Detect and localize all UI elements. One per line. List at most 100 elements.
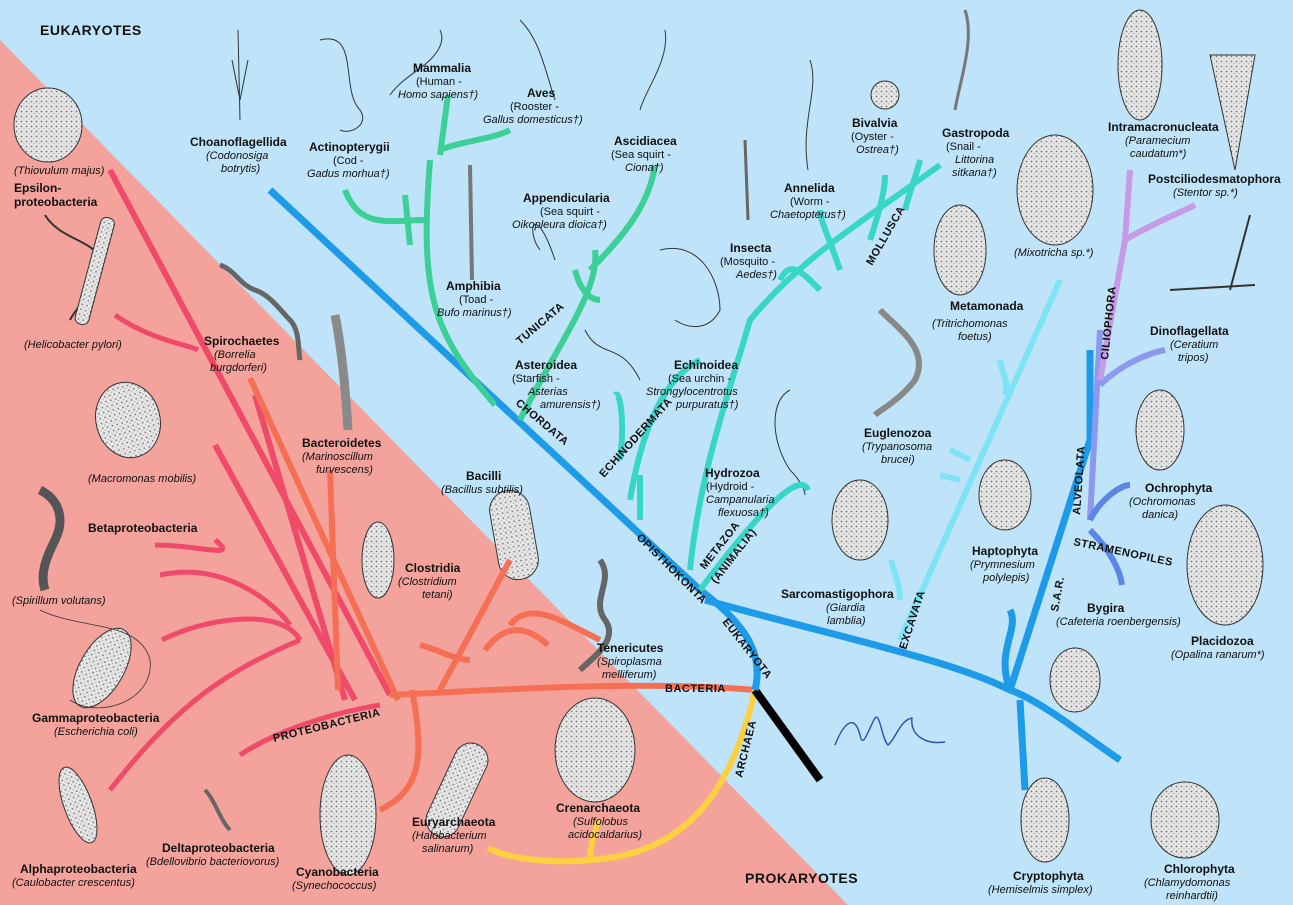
tenericutes-species-2: melliferum) [602,669,657,681]
actinopterygii-name: Actinopterygii [309,140,390,154]
sarcomastigophora-species-1: (Giardia [826,602,865,614]
appendicularia-species: Oikopleura dioica†) [512,219,607,231]
euryarchaeota-species-2: salinarum) [422,843,474,855]
insecta-name: Insecta [730,241,772,255]
bacteroidetes-species-2: furvescens) [316,464,373,476]
metamonada-name: Metamonada [950,299,1024,313]
tenericutes-name: Tenericutes [597,641,664,655]
thiovulum-species: (Thiovulum majus) [14,165,105,177]
choanoflagellida-species-1: (Codonosiga [206,150,268,162]
giardia-illustration [832,480,888,560]
hydrozoa-species-2: flexuosa†) [718,507,769,519]
annelida-name: Annelida [784,181,835,195]
amphibia-common: (Toad - [459,294,494,306]
bivalvia-common: (Oyster - [851,131,894,143]
echinoidea-species-1: Strongylocentrotus [646,386,738,398]
macromonas-species: (Macromonas mobilis) [88,473,197,485]
hydrozoa-species-1: Campanularia [706,494,774,506]
mammalia-common: (Human - [416,76,462,88]
amphibia-name: Amphibia [446,279,501,293]
sarcomastigophora-species-2: lamblia) [827,615,866,627]
bacilli-name: Bacilli [466,469,501,483]
haptophyta-name: Haptophyta [972,544,1038,558]
deltaproteobacteria-species: (Bdellovibrio bacteriovorus) [146,856,280,868]
ascidiacea-species: Ciona†) [625,162,664,174]
epsilonproteobacteria-name-2: proteobacteria [14,195,98,209]
asteroidea-common: (Starfish - [512,373,560,385]
choanoflagellida-name: Choanoflagellida [190,135,287,149]
toad-illustration [470,165,472,280]
clostridia-species-1: (Clostridium [398,576,457,588]
postciliodesmatophora-species: (Stentor sp.*) [1173,187,1238,199]
spirochaetes-species-2: burgdorferi) [210,362,267,374]
crenarchaeota-name: Crenarchaeota [556,801,640,815]
echinoidea-common: (Sea urchin - [668,373,731,385]
aves-species: Gallus domesticus†) [483,114,583,126]
appendicularia-common: (Sea squirt - [540,206,600,218]
gastropoda-species-1: Littorina [955,154,994,166]
tritrichomonas-illustration [934,205,986,295]
clostridia-species-2: tetani) [422,589,453,601]
hemiselmis-illustration [1021,778,1069,862]
postciliodesmatophora-name: Postciliodesmatophora [1148,172,1281,186]
aves-name: Aves [527,86,556,100]
bacteroidetes-species-1: (Marinoscillum [302,451,373,463]
epsilonproteobacteria-name-1: Epsilon- [14,181,61,195]
prymnesium-illustration [979,460,1031,530]
clade-bacteria: BACTERIA [665,683,726,695]
bivalvia-species: Ostrea†) [856,144,899,156]
domain-label-prokaryotes: PROKARYOTES [745,870,858,886]
ochrophyta-species-1: (Ochromonas [1129,496,1196,508]
asteroidea-species-2: amurensis†) [540,399,601,411]
gastropoda-name: Gastropoda [942,126,1010,140]
thiovulum-illustration [14,88,82,162]
dinoflagellata-species-1: (Ceratium [1170,339,1218,351]
tenericutes-species-1: (Spiroplasma [597,656,662,668]
dinoflagellata-name: Dinoflagellata [1150,324,1229,338]
annelida-species: Chaetopterus†) [770,209,846,221]
intramacronucleata-name: Intramacronucleata [1108,120,1219,134]
mixotricha-illustration [1017,135,1093,245]
asteroidea-name: Asteroidea [515,358,577,372]
crenarchaeota-species-2: acidocaldarius) [568,829,642,841]
crenarchaeota-species-1: (Sulfolobus [573,816,629,828]
sulfolobus-illustration [555,698,635,802]
insecta-common: (Mosquito - [720,256,775,268]
chlorophyta-species-2: reinhardtii) [1166,890,1218,902]
deltaproteobacteria-name: Deltaproteobacteria [162,841,275,855]
domain-label-eukaryotes: EUKARYOTES [40,22,142,38]
alphaproteobacteria-name: Alphaproteobacteria [20,862,137,876]
synechococcus-illustration [320,755,376,875]
echinoidea-species-2: purpuratus†) [675,399,739,411]
intramacronucleata-species-1: (Paramecium [1125,135,1190,147]
alphaproteobacteria-species: (Caulobacter crescentus) [12,877,135,889]
euglenozoa-name: Euglenozoa [864,426,932,440]
cafeteria-illustration [1050,648,1100,712]
choanoflagellida-species-2: botrytis) [221,163,260,175]
gastropoda-species-2: sitkana†) [952,167,997,179]
asteroidea-species-1: Asterias [527,386,568,398]
echinoidea-name: Echinoidea [674,358,738,372]
intramacronucleata-species-2: caudatum*) [1130,148,1187,160]
actinopterygii-species: Gadus morhua†) [307,168,390,180]
bivalvia-name: Bivalvia [852,116,898,130]
paramecium-illustration [1118,10,1162,120]
betaproteobacteria-name: Betaproteobacteria [88,521,198,535]
ascidiacea-common: (Sea squirt - [611,149,671,161]
ascidiacea-name: Ascidiacea [614,134,677,148]
oyster-illustration [871,81,899,109]
euryarchaeota-name: Euryarchaeota [412,815,496,829]
bygira-species: (Cafeteria roenbergensis) [1056,616,1181,628]
amphibia-species: Bufo marinus†) [437,307,512,319]
haptophyta-species-2: polylepis) [982,572,1030,584]
opalina-illustration [1187,505,1263,625]
cryptophyta-species: (Hemiselmis simplex) [988,884,1093,896]
gammaproteobacteria-species: (Escherichia coli) [54,726,138,738]
gastropoda-common: (Snail - [946,141,981,153]
actinopterygii-common: (Cod - [333,155,364,167]
ochrophyta-species-2: danica) [1142,509,1178,521]
insecta-species: Aedes†) [735,269,777,281]
hydrozoa-name: Hydrozoa [705,466,760,480]
euglenozoa-species-1: (Trypanosoma [862,441,932,453]
